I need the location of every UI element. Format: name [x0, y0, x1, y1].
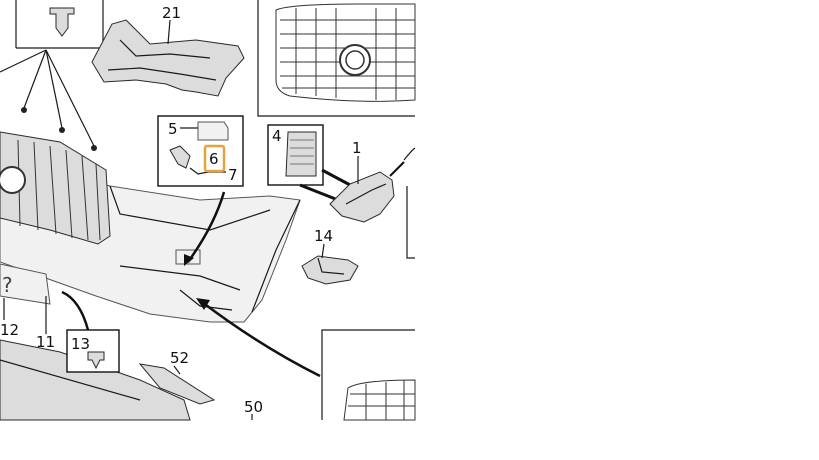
detail-box-4 — [267, 124, 353, 202]
callout-6-highlight[interactable] — [203, 144, 226, 173]
bumper-assembly: ? — [0, 131, 301, 421]
detail-box-5-6-7 — [157, 115, 244, 187]
part-1-bracket — [329, 147, 416, 223]
callout-21[interactable]: 21 — [162, 4, 181, 22]
callout-5[interactable]: 5 — [168, 120, 178, 138]
screw-leader-lines — [0, 49, 97, 151]
callout-7[interactable]: 7 — [228, 166, 238, 184]
svg-text:?: ? — [2, 273, 13, 297]
callout-12[interactable]: 12 — [0, 321, 19, 339]
callout-52[interactable]: 52 — [170, 349, 189, 367]
callout-11[interactable]: 11 — [36, 333, 55, 351]
grille-detail-box — [257, 0, 416, 117]
detail-box-13 — [66, 329, 120, 373]
grille-detail-bottom — [343, 379, 416, 421]
leader-arrows — [3, 191, 321, 420]
callout-4[interactable]: 4 — [272, 127, 282, 145]
callout-14[interactable]: 14 — [314, 227, 333, 245]
callout-50[interactable]: 50 — [244, 398, 263, 416]
callout-13[interactable]: 13 — [71, 335, 90, 353]
part-21-bracket — [91, 19, 245, 97]
part-14-bracket — [301, 243, 359, 285]
callout-1[interactable]: 1 — [352, 139, 362, 157]
clip-detail-box — [15, 0, 104, 49]
callout-6[interactable]: 6 — [209, 150, 219, 168]
